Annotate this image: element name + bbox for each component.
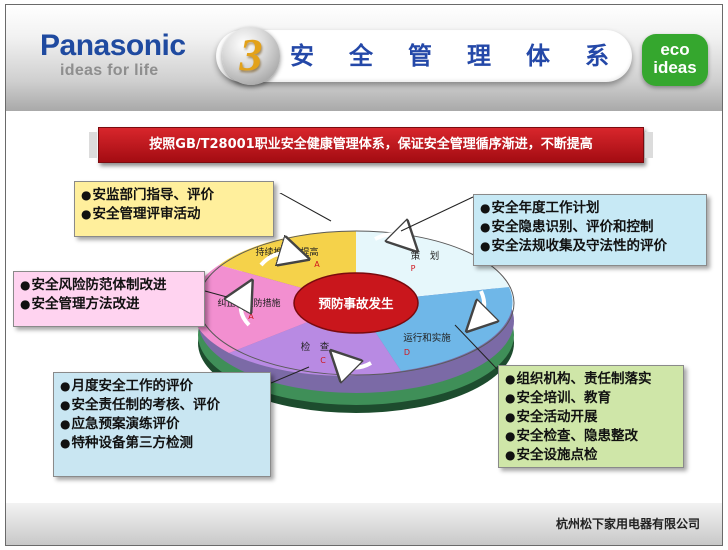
- subtitle-banner: 按照GB/T28001职业安全健康管理体系，保证安全管理循序渐进，不断提高: [89, 127, 653, 163]
- letter-promote: A: [314, 260, 320, 269]
- list-item: 安全责任制的考核、评价: [60, 396, 264, 415]
- label-act: 纠正和预防措施: [217, 297, 280, 309]
- callout-promote: [279, 193, 332, 222]
- cycle-arrow-plan: [374, 234, 407, 241]
- header: Panasonic ideas for life 3 安全管理体系 eco id…: [6, 5, 722, 111]
- label-plan: 策 划: [411, 250, 440, 262]
- list-item: 安监部门指导、评价: [81, 186, 267, 205]
- letter-act: A: [248, 312, 254, 321]
- section-number-badge: 3: [222, 27, 280, 85]
- list-item: 组织机构、责任制落实: [505, 370, 677, 389]
- list-item: 安全管理方法改进: [20, 295, 198, 314]
- title-pill: [216, 30, 632, 82]
- list-item: 特种设备第三方检测: [60, 434, 264, 453]
- list-item: 安全法规收集及守法性的评价: [480, 237, 700, 256]
- list-item: 应急预案演练评价: [60, 415, 264, 434]
- panasonic-logo: Panasonic ideas for life: [40, 31, 186, 81]
- eco-logo-line1: eco: [660, 40, 690, 59]
- callout-check: [270, 366, 310, 384]
- center-ellipse: [293, 272, 419, 334]
- list-item: 安全培训、教育: [505, 389, 677, 408]
- box-plan-items: 安全年度工作计划 安全隐患识别、评价和控制 安全法规收集及守法性的评价: [473, 194, 707, 266]
- list-item: 安全年度工作计划: [480, 199, 700, 218]
- label-check: 检 查: [301, 341, 330, 353]
- company-name: 杭州松下家用电器有限公司: [555, 517, 700, 531]
- list-item: 安全风险防范体制改进: [20, 276, 198, 295]
- cycle-arrow-act: [241, 293, 249, 327]
- callout-plan: [400, 196, 474, 232]
- brand-tagline: ideas for life: [60, 62, 159, 79]
- footer-bar: [6, 503, 722, 545]
- eco-logo-line2: ideas: [653, 58, 697, 77]
- page-title: 安全管理体系: [290, 42, 644, 70]
- callout-act: [204, 290, 228, 298]
- center-label: 预防事故发生: [318, 296, 394, 311]
- list-item: 安全检查、隐患整改: [505, 427, 677, 446]
- eco-ideas-logo: eco ideas: [642, 34, 708, 86]
- letter-do: D: [404, 348, 410, 357]
- box-review-items: 安监部门指导、评价 安全管理评审活动: [74, 181, 274, 237]
- pdca-cycle-diagram: 预防事故发生 持续推进、提高 A 策 划 P 运行和实施 D 检 查 C 纠正和…: [191, 193, 515, 413]
- brand-name: Panasonic: [40, 29, 186, 62]
- list-item: 安全活动开展: [505, 408, 677, 427]
- list-item: 安全设施点检: [505, 446, 677, 465]
- cycle-arrow-do: [477, 290, 484, 321]
- box-do-items: 组织机构、责任制落实 安全培训、教育 安全活动开展 安全检查、隐患整改 安全设施…: [498, 365, 684, 468]
- list-item: 安全隐患识别、评价和控制: [480, 218, 700, 237]
- cycle-arrow-check: [341, 361, 372, 368]
- section-number: 3: [239, 29, 263, 80]
- label-do: 运行和实施: [403, 332, 451, 344]
- letter-check: C: [320, 356, 326, 365]
- letter-plan: P: [411, 264, 416, 273]
- box-act-items: 安全风险防范体制改进 安全管理方法改进: [13, 271, 205, 327]
- callout-do: [454, 324, 498, 370]
- slide: Panasonic ideas for life 3 安全管理体系 eco id…: [5, 4, 723, 546]
- box-check-items: 月度安全工作的评价 安全责任制的考核、评价 应急预案演练评价 特种设备第三方检测: [53, 372, 271, 477]
- list-item: 月度安全工作的评价: [60, 377, 264, 396]
- list-item: 安全管理评审活动: [81, 205, 267, 224]
- cycle-arrow-promote: [259, 253, 295, 265]
